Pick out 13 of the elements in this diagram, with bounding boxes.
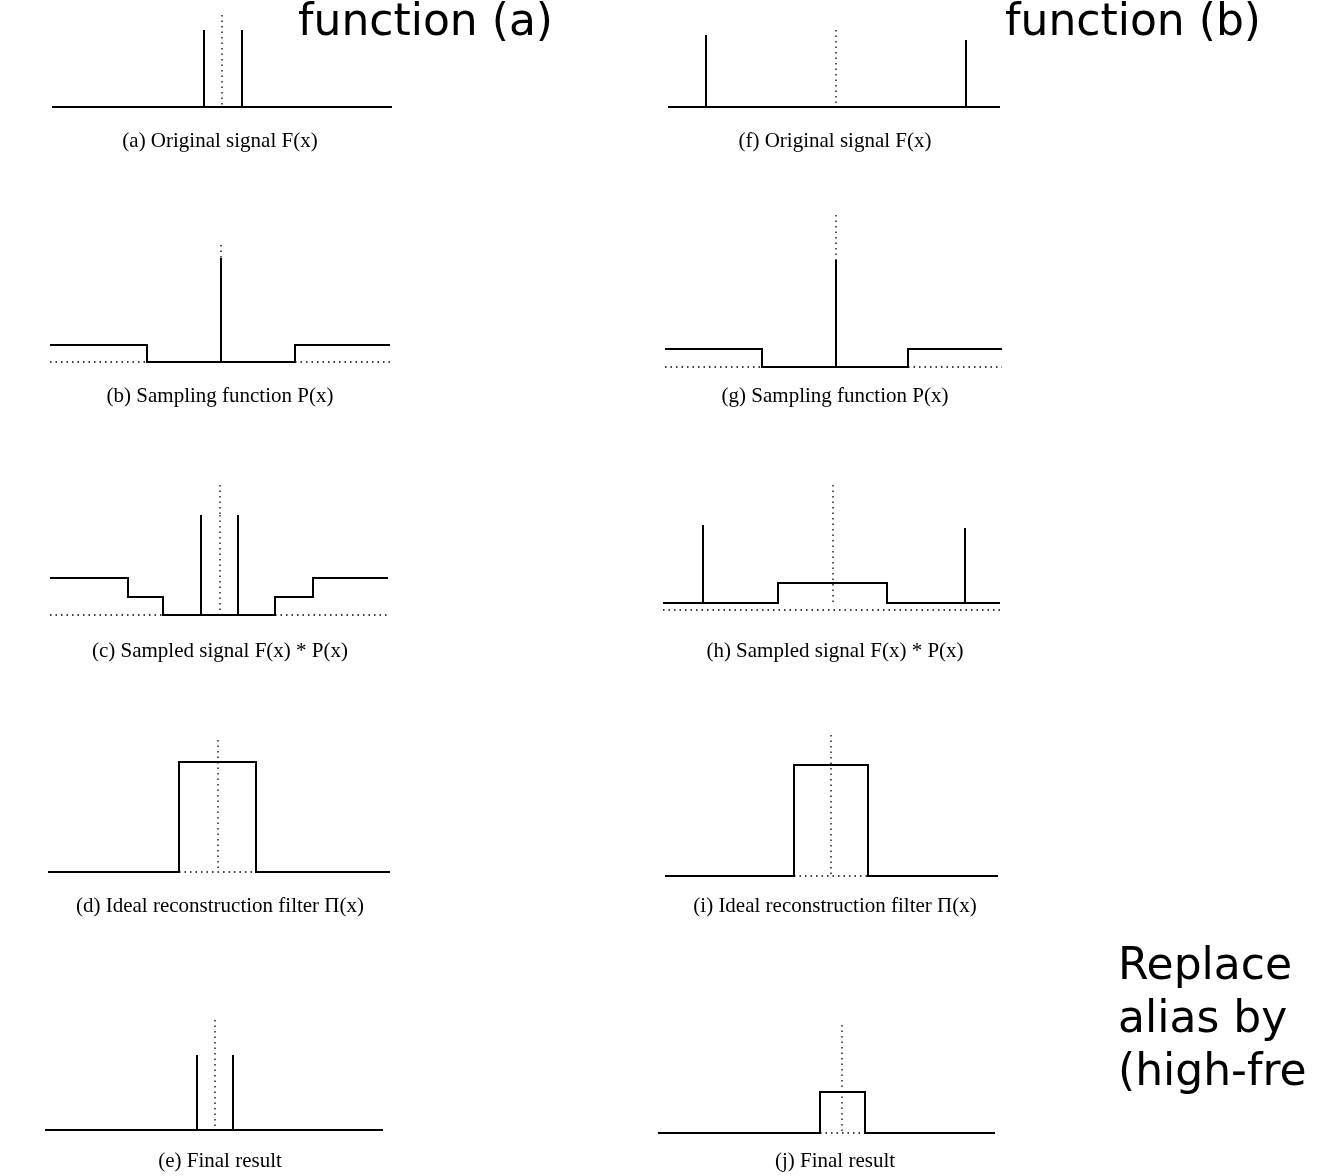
plot-caption: (c) Sampled signal F(x) * P(x) [92,638,348,663]
plot-caption: (j) Final result [774,1148,896,1173]
panel-heading: function (b) [1005,0,1261,47]
plot-caption: (f) Original signal F(x) [738,128,932,153]
plot-caption: (b) Sampling function P(x) [106,383,334,408]
plot-caption: (g) Sampling function P(x) [721,383,949,408]
plot-caption: (d) Ideal reconstruction filter Π(x) [76,893,364,918]
note-text: Replace alias by (high-fre [1118,938,1308,1097]
plot-caption: (e) Final result [158,1148,282,1173]
plot-caption: (i) Ideal reconstruction filter Π(x) [693,893,977,918]
plot-caption: (a) Original signal F(x) [122,128,318,153]
panel-heading: function (a) [298,0,554,47]
plot-caption: (h) Sampled signal F(x) * P(x) [706,638,964,663]
